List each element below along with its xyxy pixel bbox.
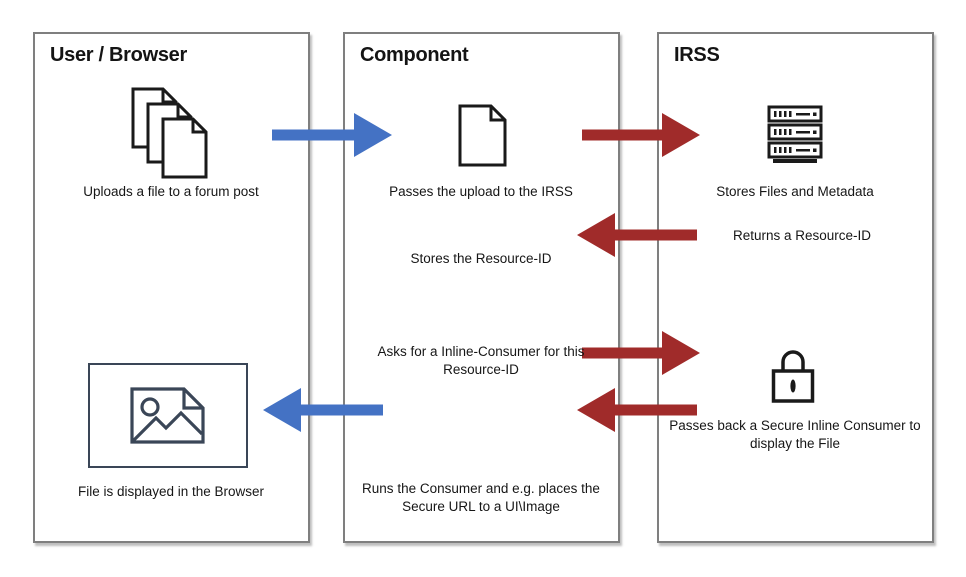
label-asks-inline-consumer: Asks for a Inline-Consumer for this Reso… xyxy=(377,344,585,377)
label-runs-consumer: Runs the Consumer and e.g. places the Se… xyxy=(362,481,600,514)
column-title-component: Component xyxy=(360,44,469,66)
column-component: Component xyxy=(343,32,620,543)
label-returns-resource-id: Returns a Resource-ID xyxy=(732,228,872,243)
label-passes-back-consumer: Passes back a Secure Inline Consumer to … xyxy=(669,418,921,451)
file-icon xyxy=(458,104,507,167)
column-title-irss: IRSS xyxy=(674,44,720,66)
arrow-ask-consumer-right xyxy=(582,331,700,375)
arrow-return-id-left xyxy=(577,213,697,257)
arrow-display-left xyxy=(263,388,383,432)
label-uploads-file: Uploads a file to a forum post xyxy=(83,184,259,199)
arrow-pass-back-left xyxy=(577,388,697,432)
label-file-displayed: File is displayed in the Browser xyxy=(77,484,265,499)
label-stores-files: Stores Files and Metadata xyxy=(716,184,874,199)
server-stack-icon xyxy=(767,105,823,163)
image-placeholder-icon xyxy=(130,386,205,444)
browser-frame xyxy=(88,363,248,468)
files-stack-icon xyxy=(131,87,208,179)
lock-icon xyxy=(771,350,815,403)
label-stores-resource-id: Stores the Resource-ID xyxy=(410,251,552,266)
label-passes-upload: Passes the upload to the IRSS xyxy=(389,184,573,199)
arrow-upload-right xyxy=(272,113,392,157)
arrow-pass-upload-right xyxy=(582,113,700,157)
column-title-user-browser: User / Browser xyxy=(50,44,187,66)
